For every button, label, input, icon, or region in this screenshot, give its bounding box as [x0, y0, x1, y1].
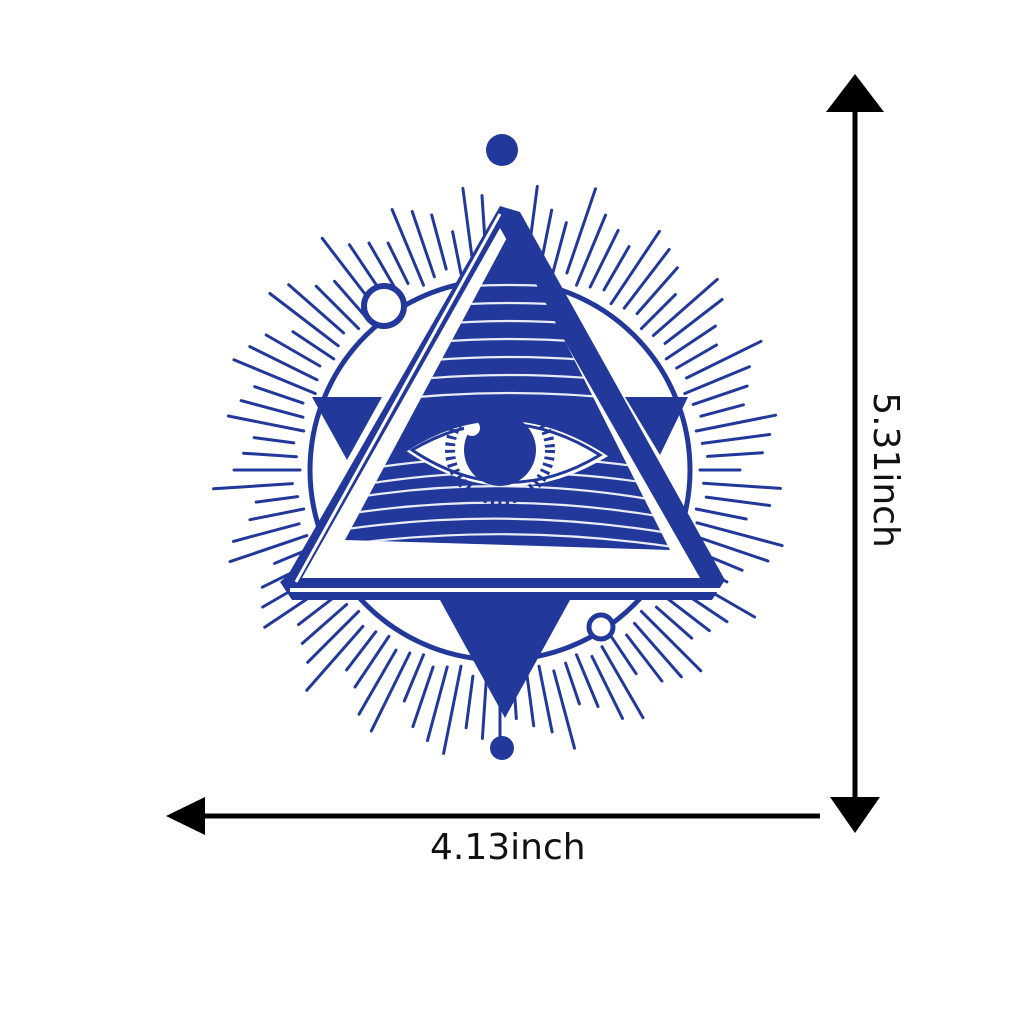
ray-line	[333, 279, 367, 319]
ray-line	[699, 403, 745, 418]
ray-line	[625, 633, 664, 683]
sun-rays-icon	[212, 184, 784, 755]
ray-line	[694, 507, 748, 521]
ray-line	[600, 645, 645, 720]
ray-line	[254, 495, 300, 504]
ray-line	[639, 293, 677, 331]
ray-line	[305, 624, 365, 692]
ray-line	[386, 241, 410, 285]
ray-line	[537, 664, 554, 734]
ray-line	[451, 230, 463, 276]
ray-line	[685, 339, 763, 380]
ray-line	[232, 358, 317, 395]
orbit-ring-icon	[361, 283, 407, 329]
ray-line	[287, 283, 346, 335]
ray-line	[683, 365, 751, 395]
ray-line	[691, 384, 749, 406]
ray-line	[635, 266, 679, 316]
ray-line	[551, 221, 568, 275]
ray-line	[430, 213, 448, 271]
bottom-dot-icon	[490, 736, 514, 760]
ray-line	[410, 210, 436, 279]
orbit-ring-small-icon	[586, 612, 616, 642]
ray-line	[264, 333, 322, 368]
ray-line	[552, 669, 576, 750]
ray-line	[663, 298, 724, 345]
ray-line	[228, 534, 309, 564]
ray-line	[297, 595, 337, 627]
ray-line	[461, 186, 475, 270]
ray-line	[575, 213, 608, 287]
ray-line	[248, 345, 319, 382]
ray-line	[345, 630, 378, 672]
ray-line	[239, 399, 305, 419]
height-dimension-label: 5.31inch	[865, 392, 906, 548]
ray-line	[675, 343, 718, 370]
ray-line	[590, 655, 624, 720]
width-dimension-label: 4.13inch	[430, 827, 586, 868]
ray-line	[565, 187, 597, 275]
ray-line	[564, 661, 581, 706]
ray-line	[300, 603, 349, 645]
ray-line	[633, 621, 683, 679]
ray-line	[660, 592, 711, 633]
ray-line	[248, 507, 306, 522]
ray-line	[702, 481, 782, 490]
ray-line	[664, 324, 717, 361]
ray-line	[480, 672, 489, 740]
ray-line	[353, 634, 391, 689]
ray-line	[704, 495, 772, 507]
ray-line	[306, 609, 361, 664]
eye-icon	[403, 395, 612, 505]
ray-line	[253, 385, 305, 405]
ray-line	[369, 651, 412, 733]
ray-line	[252, 436, 296, 445]
hexagram-icon	[312, 397, 688, 718]
ray-line	[706, 451, 764, 458]
ray-line	[695, 521, 784, 548]
ray-line	[695, 535, 770, 563]
ray-line	[588, 229, 620, 289]
ray-line	[442, 664, 463, 755]
ray-line	[694, 413, 778, 433]
ray-line	[609, 634, 638, 676]
ray-line	[314, 284, 361, 331]
ray-line	[525, 670, 536, 728]
ray-line	[212, 482, 294, 491]
ray-line	[268, 292, 340, 348]
ray-line	[602, 245, 631, 292]
ray-line	[242, 451, 298, 459]
ray-line	[575, 653, 600, 708]
top-dot-icon	[486, 134, 518, 166]
ray-line	[390, 208, 425, 287]
ray-line	[639, 609, 703, 673]
ray-line	[651, 277, 719, 337]
ray-line	[609, 229, 661, 306]
ray-line	[622, 247, 671, 310]
ray-line	[226, 414, 306, 433]
ray-line	[464, 674, 475, 730]
ray-line	[654, 605, 694, 640]
ray-line	[700, 433, 772, 445]
ray-line	[357, 648, 398, 716]
ray-line	[291, 330, 336, 361]
ray-line	[231, 522, 301, 543]
double-arrow-vertical-icon	[826, 74, 884, 833]
ray-line	[411, 665, 435, 729]
ray-line	[402, 653, 425, 703]
double-arrow-horizontal-icon	[166, 797, 820, 835]
ray-line	[426, 665, 449, 742]
